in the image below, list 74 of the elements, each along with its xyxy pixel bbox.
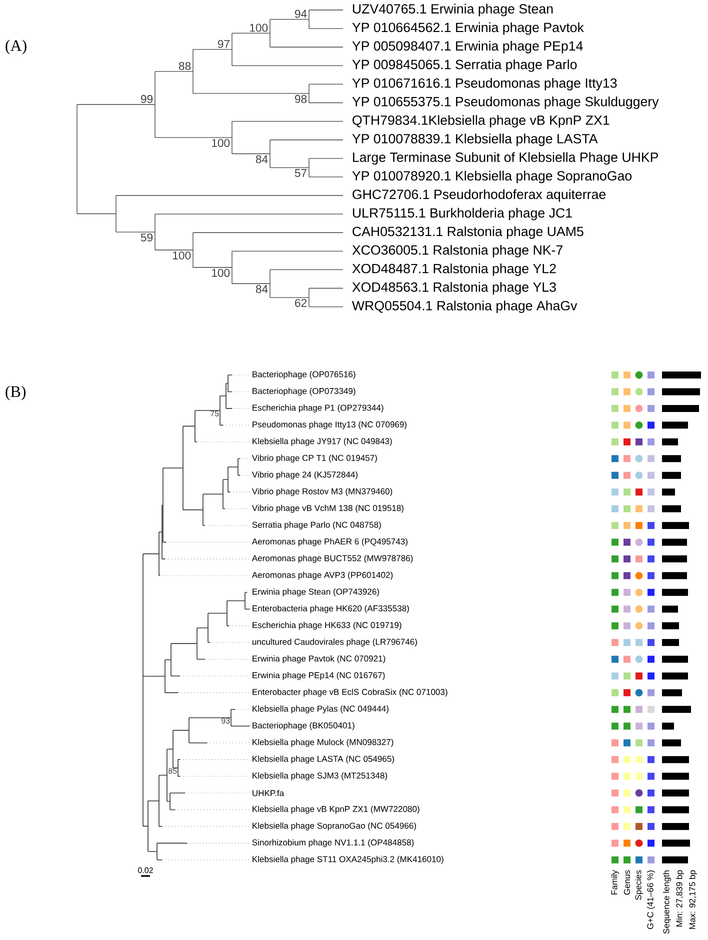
support-value: 57 (294, 169, 306, 178)
support-value: 94 (294, 10, 307, 18)
support-value: 75 (210, 410, 219, 416)
leaf-label: Aeromonas phage AVP3 (PP601402) (252, 572, 393, 580)
leaf-label: Klebsiella phage SopranoGao (NC 054966) (252, 822, 416, 830)
support-value: 100 (212, 138, 230, 147)
leaf-label: UHKP.fa (252, 790, 284, 796)
leaf-label: Klebsiella phage Pylas (NC 049444) (252, 705, 388, 714)
leaf-label: Aeromonas phage BUCT552 (MW978786) (252, 554, 413, 563)
column-header: Sequence length (663, 870, 671, 934)
column-header: Species (635, 870, 643, 900)
leaf-label: Sinorhizobium phage NV1.1.1 (OP484858) (252, 839, 414, 848)
leaf-label: Klebsiella phage SJM3 (MT251348) (252, 772, 388, 780)
leaf-label: XOD48563.1 Ralstonia phage YL3 (352, 282, 556, 294)
column-header: Genus (624, 870, 630, 895)
leaf-label: Enterobacteria phage HK620 (AF335538) (252, 605, 409, 614)
leaf-label: Vibrio phage vB VchM 138 (NC 019518) (252, 504, 404, 513)
leaf-label: UZV40765.1 Erwinia phage Stean (352, 4, 553, 16)
support-value: 97 (218, 40, 230, 48)
leaf-label: QTH79834.1Klebsiella phage vB KpnP ZX1 (352, 115, 610, 128)
leaf-label: Pseudomonas phage Itty13 (NC 070969) (252, 421, 406, 430)
support-value: 85 (168, 768, 177, 774)
leaf-label: Enterobacter phage vB EclS CobraSix (NC 071003) (252, 688, 448, 697)
support-value: 100 (173, 251, 191, 260)
support-value: 84 (256, 155, 268, 164)
leaf-label: Escherichia phage P1 (OP279344) (252, 404, 384, 412)
leaf-label: YP 010671616.1 Pseudomonas phage Itty13 (352, 78, 617, 90)
leaf-label: YP 010078920.1 Klebsiella phage SopranoGao (352, 170, 632, 184)
leaf-label: ULR75115.1 Burkholderia phage JC1 (352, 208, 572, 220)
leaf-label: Erwinia phage Stean (OP743926) (252, 588, 379, 596)
leaf-label: Vibrio phage Rostov M3 (MN379460) (252, 488, 392, 496)
leaf-label: Erwinia phage PEp14 (NC 016767) (252, 672, 385, 680)
support-value: 99 (140, 95, 153, 104)
leaf-label: Serratia phage Parlo (NC 048758) (252, 522, 381, 530)
leaf-label: YP 009845065.1 Serratia phage Parlo (352, 59, 577, 72)
leaf-label: Large Terminase Subunit of Klebsiella Phage UHKP (353, 152, 658, 165)
leaf-label: YP 010655375.1 Pseudomonas phage Skulduggery (352, 96, 659, 109)
column-header: G+C (41–66 %) (647, 870, 655, 930)
column-header: Max: 92,175 bp (689, 870, 697, 929)
leaf-label: Aeromonas phage PhAER 6 (PQ495743) (252, 538, 408, 546)
leaf-label: uncultured Caudovirales phage (LR796746) (252, 638, 417, 647)
panel-label: (B) (6, 386, 26, 400)
support-value: 84 (256, 285, 268, 294)
leaf-label: XOD48487.1 Ralstonia phage YL2 (352, 264, 556, 276)
column-header: Min: 27,839 bp (676, 870, 684, 926)
leaf-label: WRQ05504.1 Ralstonia phage AhaGv (352, 300, 578, 314)
leaf-label: Vibrio phage CP T1 (NC 019457) (252, 454, 377, 463)
column-header: Family (611, 870, 619, 894)
scale-bar-label: 0.02 (138, 867, 153, 874)
leaf-label: Escherichia phage HK633 (NC 019719) (252, 622, 402, 630)
leaf-label: Bacteriophage (BK050401) (252, 722, 354, 730)
leaf-label: XCO36005.1 Ralstonia phage NK-7 (352, 244, 562, 258)
leaf-label: CAH0532131.1 Ralstonia phage UAM5 (352, 226, 584, 239)
leaf-label: Vibrio phage 24 (KJ572844) (252, 471, 358, 480)
leaf-label: YP 010078839.1 Klebsiella phage LASTA (352, 134, 598, 146)
panel-label: (A) (6, 40, 26, 54)
leaf-label: YP 005098407.1 Erwinia phage PEp14 (352, 40, 583, 54)
leaf-label: Erwinia phage Pavtok (NC 070921) (252, 655, 386, 664)
leaf-label: Klebsiella phage LASTA (NC 054965) (252, 756, 394, 764)
support-value: 93 (222, 718, 230, 724)
support-value: 88 (178, 62, 191, 70)
leaf-label: Klebsiella phage ST11 OXA245phi3.2 (MK416010) (252, 856, 444, 864)
leaf-label: GHC72706.1 Pseudorhodoferax aquiterrae (352, 189, 606, 202)
support-value: 62 (295, 298, 306, 307)
support-value: 59 (140, 233, 153, 242)
support-value: 100 (212, 268, 230, 277)
leaf-label: Bacteriophage (OP073349) (252, 388, 356, 396)
leaf-label: Bacteriophage (OP076516) (252, 371, 356, 379)
support-value: 98 (294, 94, 307, 103)
support-value: 100 (250, 24, 268, 32)
leaf-label: YP 010664562.1 Erwinia phage Pavtok (352, 22, 584, 35)
leaf-label: Klebsiella phage JY917 (NC 049843) (252, 438, 392, 446)
leaf-label: Klebsiella phage Mulock (MN098327) (252, 738, 394, 747)
leaf-label: Klebsiella phage vB KpnP ZX1 (MW722080) (252, 806, 420, 814)
